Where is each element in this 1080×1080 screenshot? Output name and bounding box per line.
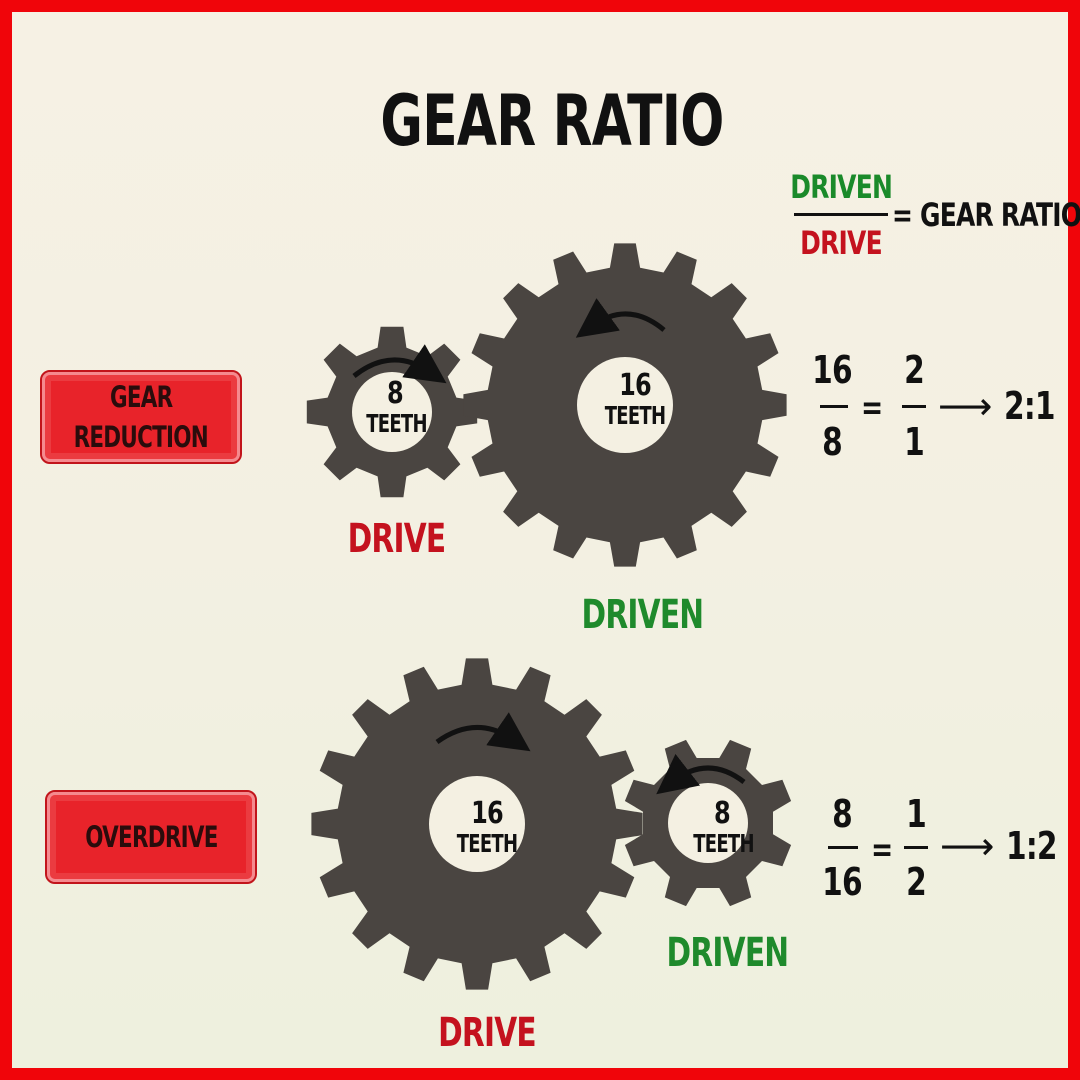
overdrive-driven-label: DRIVEN (666, 930, 790, 976)
fraction-bar (904, 846, 928, 849)
reduction-denominator-1: 8 (822, 420, 843, 464)
legend-denominator: DRIVE (800, 224, 882, 262)
gear-hub (577, 357, 673, 453)
gear-hub (429, 776, 525, 872)
gear-hub (352, 372, 432, 452)
fraction-bar (820, 405, 848, 408)
overdrive-denominator-2: 2 (906, 860, 927, 904)
teeth-count: 16 (471, 796, 504, 831)
overdrive-ratio-result: 1:2 (1006, 824, 1058, 868)
badge-text: OVERDRIVE (84, 820, 218, 854)
teeth-count: 8 (387, 376, 404, 411)
clockwise-arrow-icon (352, 344, 447, 384)
legend-fraction-bar (794, 213, 888, 216)
teeth-count: 8 (714, 796, 731, 831)
gear-reduction-badge: GEAR REDUCTION (40, 370, 242, 464)
reduction-numerator-1: 16 (812, 348, 852, 392)
legend-numerator: DRIVEN (790, 168, 893, 206)
overdrive-driven-hub-label: 8 TEETH (682, 798, 762, 858)
overdrive-numerator-2: 1 (906, 792, 927, 836)
right-arrow-icon: ⟶ (938, 384, 993, 428)
overdrive-badge: OVERDRIVE (45, 790, 257, 884)
counterclockwise-arrow-icon (656, 753, 746, 795)
overdrive-equals: = (871, 830, 893, 870)
overdrive-drive-label: DRIVE (438, 1010, 537, 1056)
reduction-numerator-2: 2 (904, 348, 925, 392)
page-title: GEAR RATIO (380, 80, 724, 162)
teeth-word: TEETH (693, 829, 754, 858)
teeth-count: 16 (619, 368, 652, 403)
right-arrow-icon: ⟶ (940, 824, 995, 868)
gears-drawing (306, 243, 792, 990)
teeth-word: TEETH (456, 829, 518, 858)
gear-hub (668, 783, 748, 863)
badge-text: GEAR (109, 380, 173, 414)
fraction-bar (828, 846, 858, 849)
overdrive-drive-gear-icon (311, 658, 643, 990)
badge-text: REDUCTION (73, 420, 209, 454)
reduction-driven-label: DRIVEN (581, 592, 705, 638)
overdrive-drive-hub-label: 16 TEETH (437, 798, 537, 858)
reduction-denominator-2: 1 (904, 420, 925, 464)
overdrive-denominator-1: 16 (822, 860, 862, 904)
teeth-word: TEETH (604, 401, 666, 430)
reduction-drive-hub-label: 8 TEETH (355, 378, 435, 438)
clockwise-arrow-icon (435, 712, 531, 752)
legend-equals-text: = GEAR RATIO (892, 196, 1080, 234)
reduction-driven-gear-icon (463, 243, 787, 567)
overdrive-numerator-1: 8 (832, 792, 853, 836)
reduction-ratio-result: 2:1 (1004, 384, 1056, 428)
teeth-word: TEETH (366, 409, 427, 438)
reduction-equals: = (861, 388, 883, 428)
counterclockwise-arrow-icon (575, 298, 666, 338)
fraction-bar (902, 405, 926, 408)
reduction-driven-hub-label: 16 TEETH (585, 370, 685, 430)
reduction-drive-label: DRIVE (347, 516, 447, 562)
